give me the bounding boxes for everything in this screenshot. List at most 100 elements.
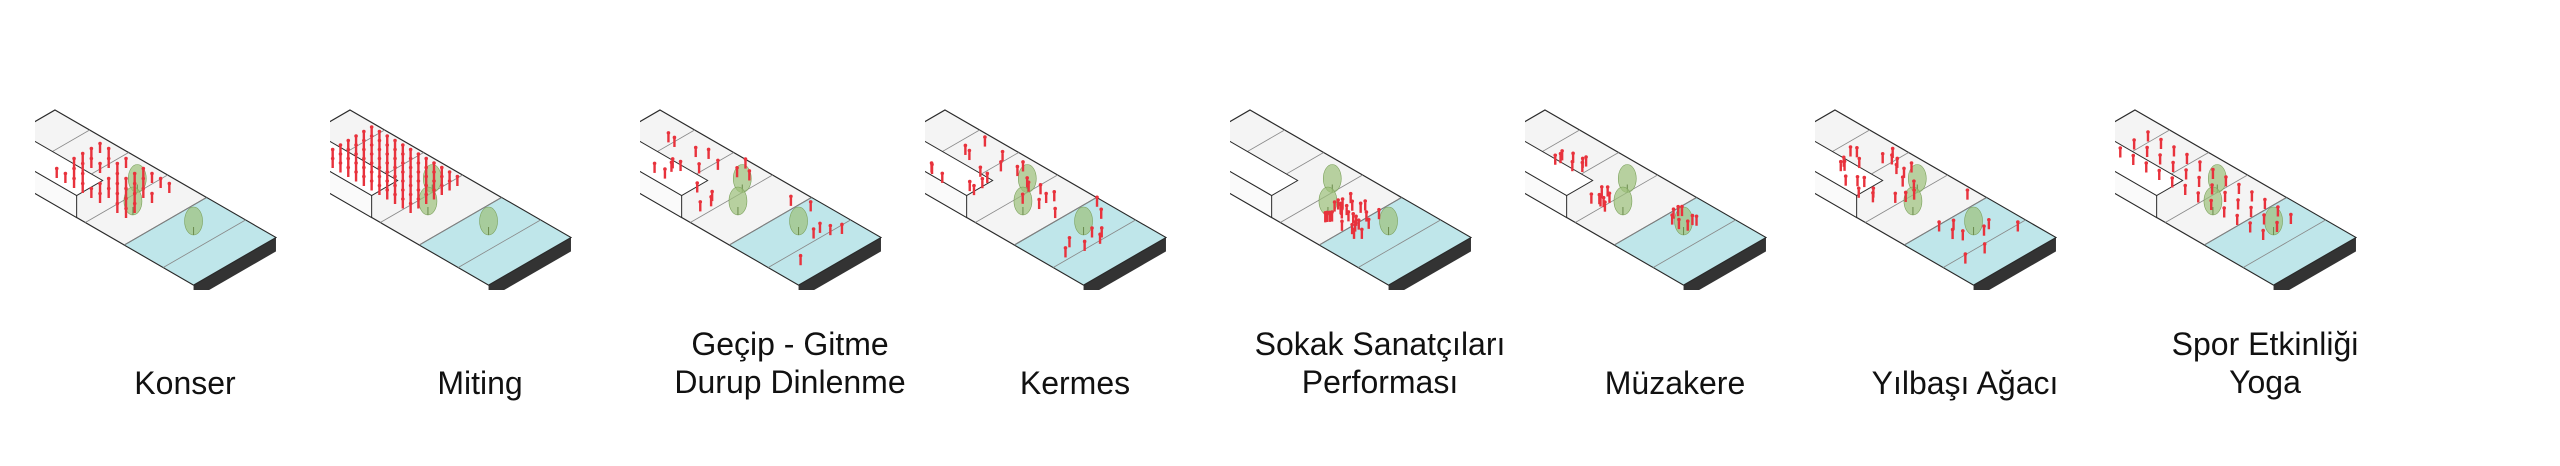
person-marker-icon: [330, 156, 335, 168]
scenario-label: Miting: [330, 364, 630, 402]
person-marker-icon: [1605, 185, 1610, 197]
person-marker-icon: [1323, 211, 1328, 223]
person-marker-icon: [150, 171, 154, 183]
person-marker-icon: [1364, 210, 1369, 222]
grid-line: [1904, 197, 1987, 246]
person-marker-icon: [424, 183, 429, 195]
person-marker-icon: [377, 156, 382, 168]
person-marker-icon: [132, 191, 137, 203]
scenario-label-line: Kermes: [1019, 365, 1131, 401]
grid-line: [1053, 219, 1136, 268]
person-marker-icon: [72, 176, 76, 188]
person-marker-icon: [1339, 203, 1344, 215]
building-isometric-icon: [35, 109, 278, 290]
person-marker-icon: [408, 156, 413, 168]
building-isometric-icon: [640, 109, 883, 290]
person-marker-icon: [666, 131, 671, 143]
person-marker-icon: [354, 152, 358, 164]
person-marker-icon: [1099, 226, 1104, 238]
person-marker-icon: [1841, 155, 1846, 167]
person-marker-icon: [743, 157, 748, 169]
person-marker-icon: [369, 170, 374, 182]
scenario-label-line: Yoga: [2229, 364, 2301, 400]
person-marker-icon: [1856, 186, 1861, 198]
scenario-label: Konser: [35, 364, 335, 402]
person-marker-icon: [416, 152, 421, 164]
scenario-label-line: Konser: [134, 365, 236, 401]
person-marker-icon: [338, 143, 343, 155]
scenario-label-line: Miting: [437, 365, 523, 401]
person-marker-icon: [678, 159, 683, 172]
person-marker-icon: [2248, 221, 2252, 233]
person-marker-icon: [980, 176, 985, 189]
person-marker-icon: [393, 192, 397, 204]
person-marker-icon: [369, 143, 374, 155]
person-marker-icon: [401, 152, 405, 164]
person-marker-icon: [1025, 176, 1029, 188]
person-marker-icon: [2170, 176, 2175, 188]
person-marker-icon: [1053, 206, 1057, 219]
person-marker-icon: [2118, 146, 2123, 158]
person-marker-icon: [2210, 183, 2214, 195]
person-marker-icon: [132, 181, 137, 193]
building-isometric-icon: [1815, 109, 2058, 290]
person-marker-icon: [709, 195, 713, 207]
person-marker-icon: [1052, 190, 1057, 202]
person-marker-icon: [369, 179, 374, 191]
person-marker-icon: [2146, 130, 2150, 142]
person-marker-icon: [377, 138, 382, 150]
person-marker-icon: [1346, 210, 1351, 222]
person-marker-icon: [354, 134, 358, 146]
person-marker-icon: [1344, 203, 1349, 216]
person-marker-icon: [1015, 164, 1020, 177]
person-marker-icon: [2236, 198, 2240, 210]
person-marker-icon: [983, 135, 987, 147]
person-marker-icon: [362, 129, 366, 141]
person-marker-icon: [672, 135, 677, 147]
person-marker-icon: [432, 188, 436, 200]
tree-icon: [1074, 206, 1093, 236]
person-marker-icon: [985, 171, 990, 183]
person-marker-icon: [124, 176, 128, 188]
roof-slab: [1230, 140, 1299, 197]
person-marker-icon: [80, 181, 85, 193]
person-marker-icon: [369, 152, 374, 164]
grid-line: [1319, 197, 1402, 246]
grid-line: [768, 219, 851, 268]
scenario-label: Kermes: [925, 364, 1225, 402]
person-marker-icon: [798, 253, 803, 266]
person-marker-icon: [416, 161, 421, 173]
person-marker-icon: [408, 183, 413, 195]
person-marker-icon: [346, 165, 351, 177]
person-marker-icon: [115, 161, 120, 173]
person-marker-icon: [1332, 200, 1337, 212]
scenario-label-line: Spor Etkinliği: [2171, 326, 2359, 362]
person-marker-icon: [401, 179, 405, 191]
person-marker-icon: [1558, 151, 1563, 164]
person-marker-icon: [408, 165, 413, 177]
person-marker-icon: [1894, 162, 1899, 175]
person-marker-icon: [1680, 204, 1684, 217]
person-marker-icon: [1902, 166, 1906, 178]
person-marker-icon: [150, 191, 154, 203]
person-marker-icon: [1363, 199, 1368, 211]
person-marker-icon: [124, 186, 128, 198]
person-marker-icon: [2132, 138, 2136, 150]
person-marker-icon: [1862, 175, 1867, 188]
person-marker-icon: [80, 171, 85, 183]
person-marker-icon: [385, 188, 390, 200]
person-marker-icon: [2237, 182, 2241, 194]
person-marker-icon: [377, 174, 382, 186]
person-marker-icon: [408, 147, 413, 159]
person-marker-icon: [401, 143, 405, 155]
person-marker-icon: [416, 188, 421, 200]
person-marker-icon: [930, 162, 934, 175]
person-marker-icon: [1090, 226, 1094, 238]
tree-icon: [728, 186, 748, 216]
scenario-label-line: Performası: [1301, 364, 1459, 400]
person-marker-icon: [393, 156, 397, 168]
